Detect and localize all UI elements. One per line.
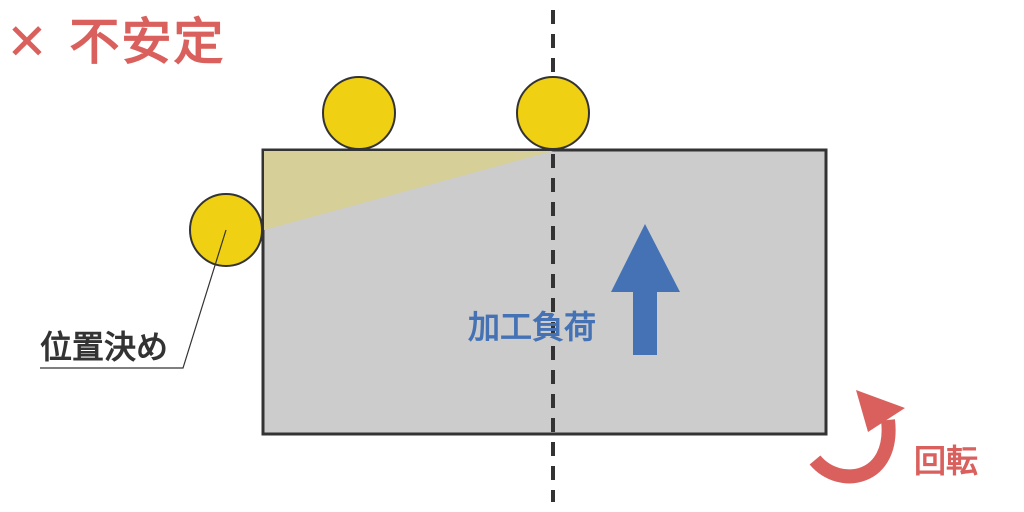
locator-pin-top-left bbox=[322, 76, 396, 150]
rotation-label: 回転 bbox=[914, 442, 979, 480]
load-arrow-icon bbox=[611, 224, 680, 355]
title-text: 不安定 bbox=[69, 13, 226, 71]
load-label: 加工負荷 bbox=[468, 308, 597, 346]
cross-icon: ✕ bbox=[6, 13, 50, 71]
rotation-arrow-icon bbox=[809, 390, 905, 484]
positioning-leader-line bbox=[40, 229, 227, 369]
page-title: ✕ 不安定 bbox=[6, 2, 225, 74]
locator-pin-top-right bbox=[516, 76, 590, 150]
unstable-wedge-area bbox=[264, 151, 553, 230]
positioning-label: 位置決め bbox=[40, 328, 169, 366]
